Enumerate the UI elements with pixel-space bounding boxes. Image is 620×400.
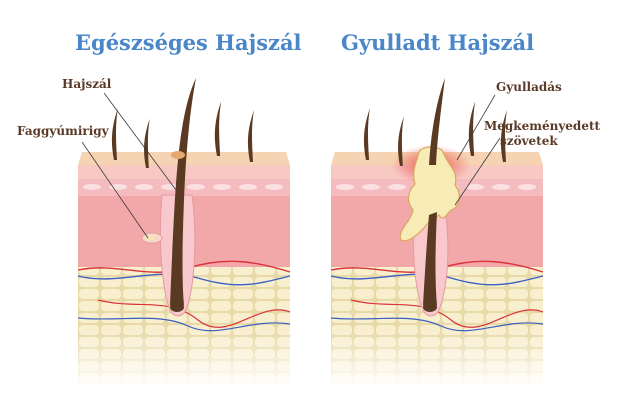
hair-short [214,101,222,156]
hair-shaft [429,78,445,165]
title-healthy: Egészséges Hajszál [75,30,302,55]
label-hardened-tissue-2: szövetek [500,134,558,148]
title-inflamed: Gyulladt Hajszál [341,30,534,55]
inflamed-skin-block [330,78,544,391]
hair-shaft [170,78,196,305]
label-hair: Hajszál [62,77,112,91]
label-hardened-tissue-1: Megkeményedett [484,119,600,133]
hair-short [468,101,476,156]
label-sebaceous-gland: Faggyúmirigy [17,124,110,138]
label-inflammation: Gyulladás [496,80,562,94]
healthy-skin-block [77,78,291,391]
